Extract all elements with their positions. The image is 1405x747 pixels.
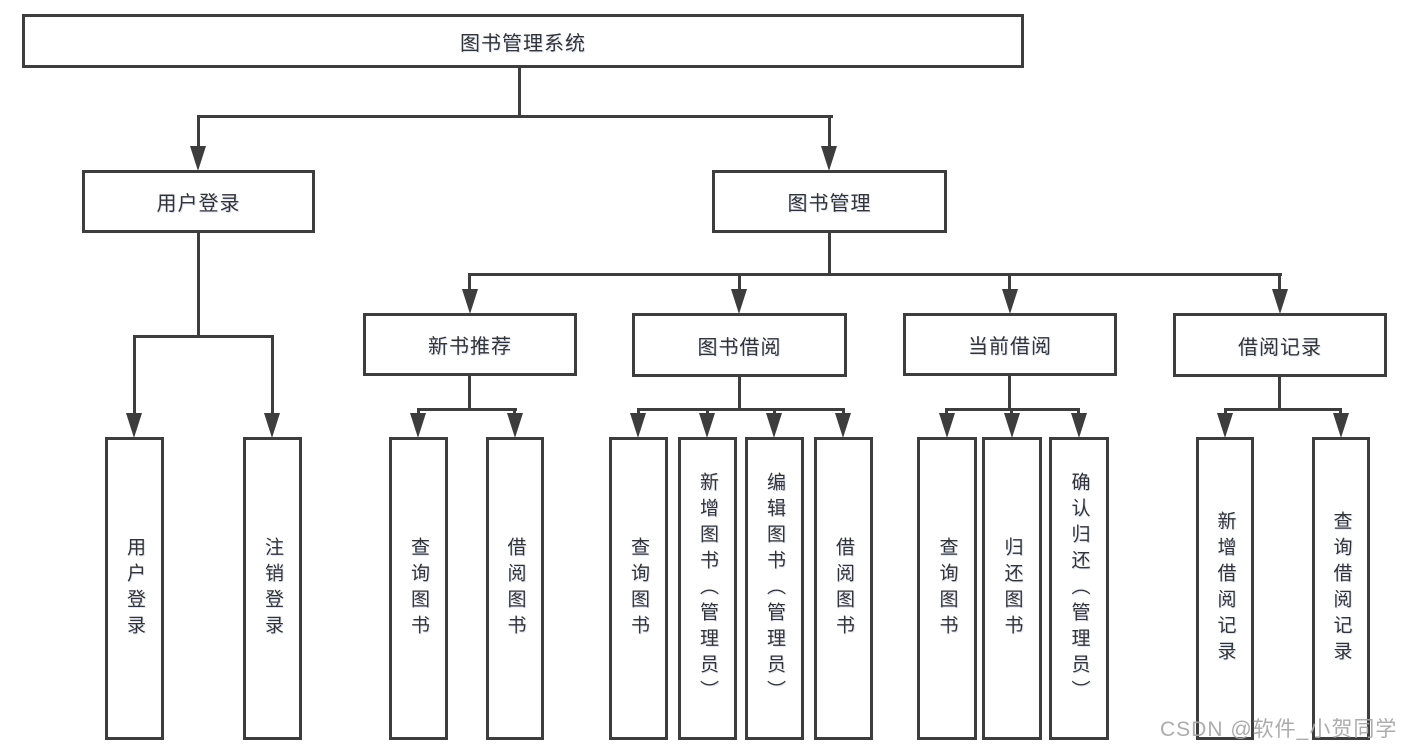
- arrow-down-icon: [410, 413, 426, 438]
- arrow-down-icon: [835, 413, 851, 438]
- arrow-down-icon: [264, 413, 280, 438]
- arrow-down-icon: [126, 413, 142, 438]
- node-root-library-system: 图书管理系统: [22, 14, 1024, 68]
- connector-rail: [1224, 408, 1342, 411]
- node-borrow-records: 借阅记录: [1173, 313, 1387, 377]
- arrow-down-icon: [1071, 413, 1087, 438]
- arrow-down-icon: [1004, 413, 1020, 438]
- arrow-down-icon: [766, 413, 782, 438]
- leaf-borrow-books-recommend: 借阅图书: [486, 437, 544, 740]
- connector-drop: [1278, 273, 1281, 293]
- leaf-user-login: 用户登录: [105, 437, 164, 740]
- connector-stem: [197, 233, 200, 337]
- leaf-query-borrow-record: 查询借阅记录: [1312, 437, 1370, 740]
- leaf-query-books-recommend: 查询图书: [389, 437, 448, 740]
- connector-stem: [1008, 376, 1011, 410]
- node-book-borrow: 图书借阅: [632, 313, 847, 377]
- leaf-query-books-current: 查询图书: [917, 437, 977, 740]
- arrow-down-icon: [1272, 289, 1288, 314]
- node-book-management: 图书管理: [712, 170, 947, 233]
- leaf-add-borrow-record: 新增借阅记录: [1196, 437, 1254, 740]
- arrow-down-icon: [1217, 413, 1233, 438]
- connector-drop: [1008, 273, 1011, 293]
- leaf-query-books-borrow: 查询图书: [609, 437, 668, 740]
- leaf-borrow-books: 借阅图书: [814, 437, 873, 740]
- leaf-logout: 注销登录: [243, 437, 302, 740]
- connector-rail: [133, 335, 274, 338]
- leaf-add-book-admin: 新增图书（管理员）: [678, 437, 737, 740]
- connector-drop: [133, 335, 136, 420]
- arrow-down-icon: [507, 413, 523, 438]
- connector-stem: [1278, 377, 1281, 410]
- connector-drop: [271, 335, 274, 420]
- node-new-book-recommend: 新书推荐: [363, 313, 577, 376]
- leaf-return-book: 归还图书: [982, 437, 1042, 740]
- connector-rail: [468, 273, 1282, 276]
- connector-root-stem: [518, 68, 521, 117]
- node-user-login: 用户登录: [82, 170, 315, 233]
- arrow-down-icon: [699, 413, 715, 438]
- connector-drop: [828, 115, 831, 149]
- connector-root-rail: [197, 115, 833, 118]
- arrow-down-icon: [462, 289, 478, 314]
- connector-drop: [468, 273, 471, 293]
- connector-stem: [468, 376, 471, 410]
- connector-rail: [417, 408, 517, 411]
- arrow-down-icon: [190, 146, 206, 171]
- connector-drop: [197, 115, 200, 149]
- arrow-down-icon: [630, 413, 646, 438]
- arrow-down-icon: [731, 289, 747, 314]
- connector-stem: [828, 233, 831, 275]
- arrow-down-icon: [1002, 289, 1018, 314]
- node-current-borrow: 当前借阅: [903, 313, 1117, 376]
- leaf-confirm-return-admin: 确认归还（管理员）: [1049, 437, 1109, 740]
- arrow-down-icon: [821, 146, 837, 171]
- arrow-down-icon: [939, 413, 955, 438]
- connector-drop: [738, 273, 741, 293]
- leaf-edit-book-admin: 编辑图书（管理员）: [745, 437, 804, 740]
- connector-rail: [637, 408, 845, 411]
- connector-stem: [738, 377, 741, 410]
- arrow-down-icon: [1333, 413, 1349, 438]
- csdn-watermark: CSDN @软件_小贺同学: [1160, 718, 1398, 741]
